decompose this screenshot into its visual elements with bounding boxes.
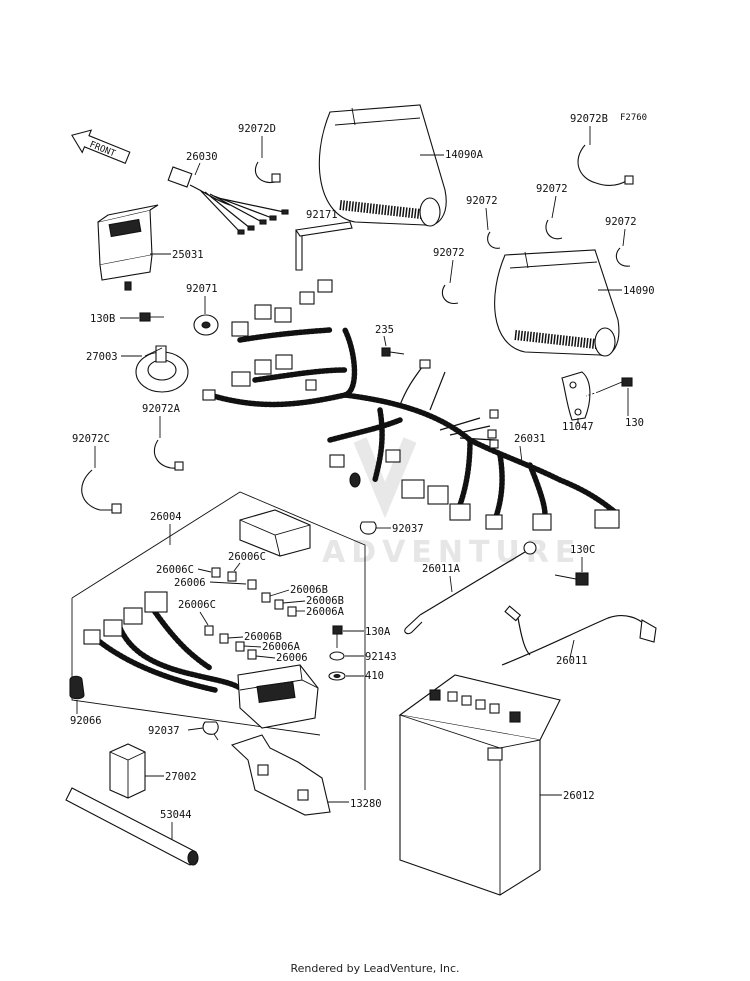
part-label-27002: 27002: [165, 771, 197, 783]
footer-credit: Rendered by LeadVenture, Inc.: [290, 962, 460, 975]
band-92072-1: [487, 231, 501, 249]
part-label-26006A-1: 26006A: [306, 606, 345, 618]
cable-26011: [501, 605, 657, 666]
part-label-27003: 27003: [86, 351, 118, 363]
part-label-14090: 14090: [623, 285, 655, 297]
part-label-235: 235: [375, 324, 394, 336]
bolt-130B: [139, 312, 164, 322]
part-label-92072D: 92072D: [238, 123, 276, 135]
part-label-92072-2: 92072: [536, 183, 568, 195]
cable-26011A: [404, 541, 537, 635]
part-label-13280: 13280: [350, 798, 382, 810]
part-label-26030: 26030: [186, 151, 218, 163]
cover-14090A: [318, 104, 447, 227]
part-label-26011A: 26011A: [422, 563, 461, 575]
bolt-130A: [332, 625, 343, 648]
part-label-92072A: 92072A: [142, 403, 181, 415]
part-label-92072-1: 92072: [466, 195, 498, 207]
bolt-130: [585, 377, 633, 397]
band-92072A: [153, 439, 179, 469]
part-label-26012: 26012: [563, 790, 595, 802]
cover-14090: [494, 249, 620, 357]
part-label-26006-2: 26006: [276, 652, 308, 664]
part-label-410: 410: [365, 670, 384, 682]
horn-27003: [135, 345, 189, 393]
clamp-92037-2: [202, 721, 219, 735]
bracket-13280: [230, 734, 331, 816]
part-label-26006A-2: 26006A: [262, 641, 301, 653]
part-label-130A: 130A: [365, 626, 391, 638]
part-label-92143: 92143: [365, 651, 397, 663]
part-label-92066: 92066: [70, 715, 102, 727]
part-label-92171: 92171: [306, 209, 338, 221]
band-92072-3: [615, 247, 631, 267]
part-label-92071: 92071: [186, 283, 218, 295]
part-label-25031: 25031: [172, 249, 204, 261]
part-label-92072B: 92072B: [570, 113, 608, 125]
fuse-box-cover: [239, 509, 311, 557]
part-label-26011: 26011: [556, 655, 588, 667]
plate-11047: [561, 371, 591, 421]
screw-235: [381, 347, 405, 357]
part-label-26031: 26031: [514, 433, 546, 445]
part-label-92072C: 92072C: [72, 433, 110, 445]
collar-92143: [329, 651, 345, 661]
tube-53044: [65, 787, 199, 866]
cap-92066: [69, 675, 85, 700]
band-92072C: [81, 469, 115, 511]
part-label-130C: 130C: [570, 544, 595, 556]
band-92072B: [577, 144, 629, 187]
clamp-92037-1: [359, 521, 377, 535]
bracket-92171: [295, 221, 353, 271]
part-label-26006-1: 26006: [174, 577, 206, 589]
part-label-53044: 53044: [160, 809, 192, 821]
part-label-26006B-1: 26006B: [290, 584, 328, 596]
part-label-92072-4: 92072: [433, 247, 465, 259]
relay-27002: [109, 743, 146, 799]
hour-meter-25031: [97, 204, 159, 291]
part-label-130B: 130B: [90, 313, 115, 325]
fuses: [204, 567, 297, 660]
battery-26012: [398, 674, 561, 896]
main-harness-26031: [202, 279, 620, 531]
part-label-26006C-1: 26006C: [156, 564, 194, 576]
part-label-11047: 11047: [562, 421, 594, 433]
part-label-26006C-3: 26006C: [178, 599, 216, 611]
part-label-14090A: 14090A: [445, 149, 484, 161]
group-outline-26004: [71, 491, 366, 790]
diagram-code: F2760: [620, 113, 647, 123]
band-92072-2: [545, 219, 563, 240]
fuse-box-harness: [83, 591, 319, 729]
part-label-92037-1: 92037: [392, 523, 424, 535]
part-label-26006B-3: 26006B: [244, 631, 282, 643]
part-label-130: 130: [625, 417, 644, 429]
part-label-92072-3: 92072: [605, 216, 637, 228]
band-92072-4: [441, 284, 459, 305]
part-label-26004: 26004: [150, 511, 182, 523]
part-label-26006B-2: 26006B: [306, 595, 344, 607]
part-label-92037-2: 92037: [148, 725, 180, 737]
sub-harness-26030: [167, 166, 289, 235]
bolt-130C: [554, 572, 589, 586]
front-arrow: FRONT: [71, 129, 131, 165]
part-label-26006C-2: 26006C: [228, 551, 266, 563]
